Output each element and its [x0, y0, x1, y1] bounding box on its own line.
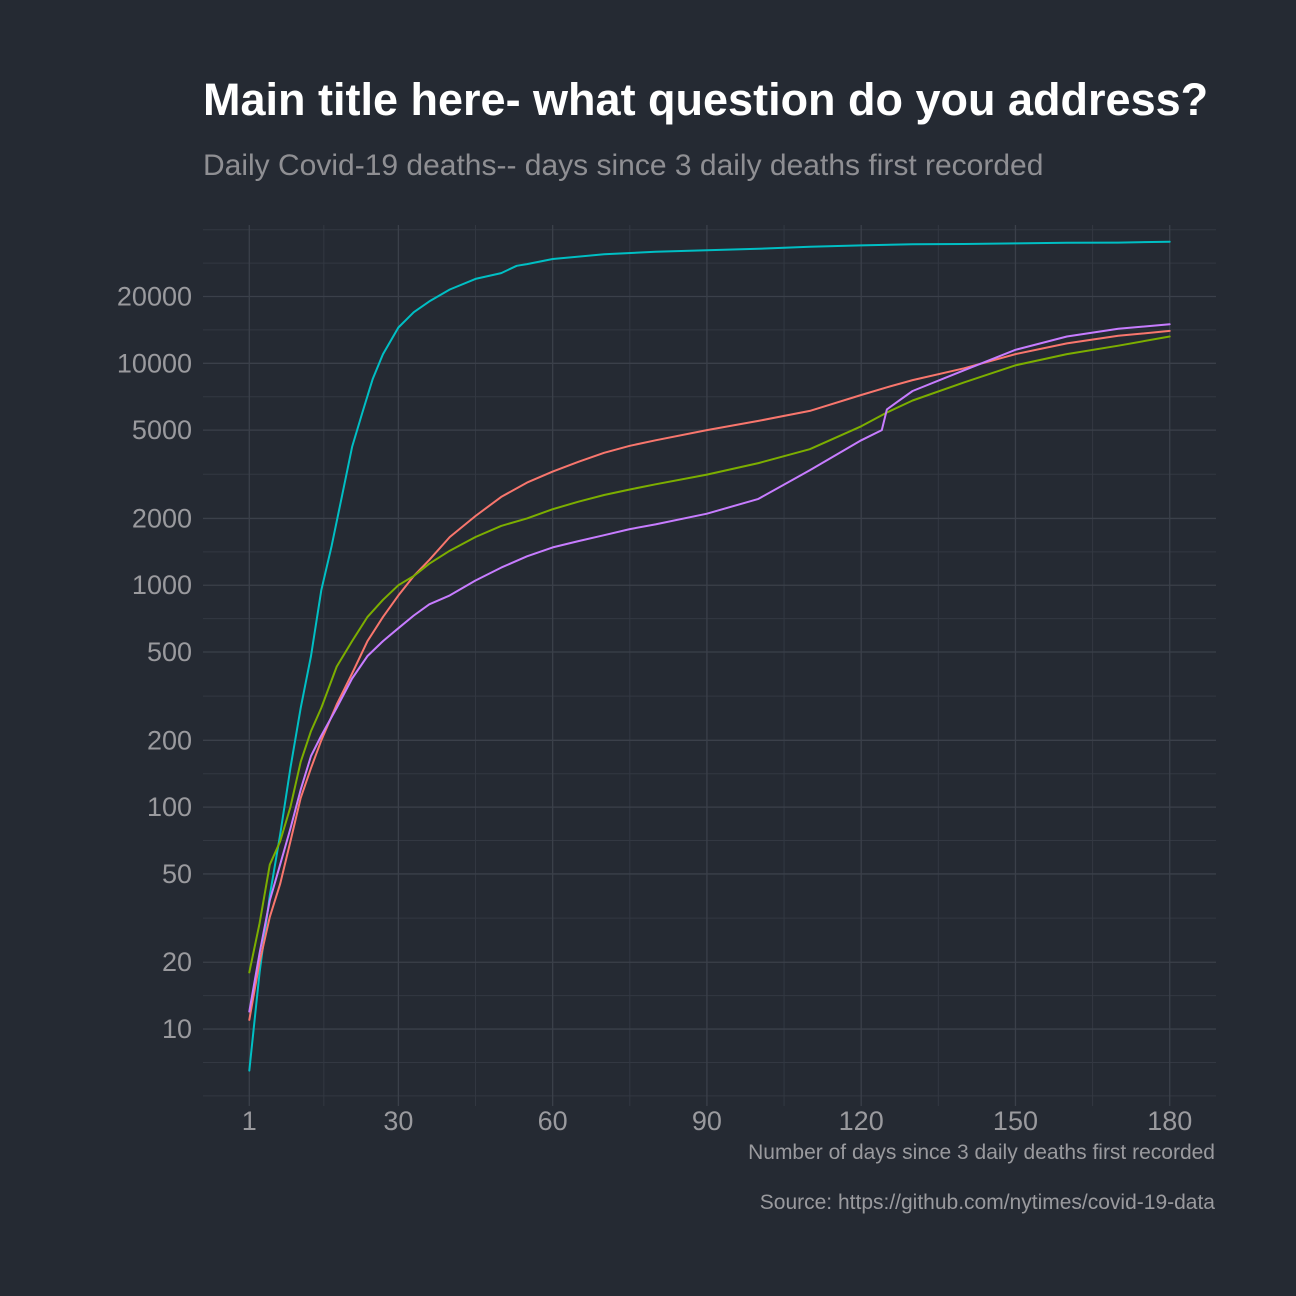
y-tick-label: 1000 [132, 570, 192, 600]
y-tick-label: 10000 [117, 348, 192, 378]
series-layer [248, 240, 1171, 1072]
grid-minor [203, 225, 1216, 1106]
grid-major [203, 225, 1216, 1106]
y-tick-label: 200 [147, 725, 192, 755]
chart-subtitle: Daily Covid-19 deaths-- days since 3 dai… [203, 149, 1044, 182]
series-line-4 [248, 323, 1171, 1013]
y-tick-label: 20000 [117, 282, 192, 312]
y-tick-label: 2000 [132, 503, 192, 533]
series-line-1 [248, 240, 1171, 1072]
series-line-2 [248, 329, 1171, 1021]
y-tick-label: 100 [147, 792, 192, 822]
y-tick-label: 500 [147, 637, 192, 667]
y-tick-label: 5000 [132, 415, 192, 445]
series-line-3 [248, 335, 1171, 974]
chart-caption: Source: https://github.com/nytimes/covid… [759, 1191, 1215, 1214]
x-tick-label: 90 [692, 1106, 722, 1136]
x-tick-label: 30 [383, 1106, 413, 1136]
x-tick-label: 150 [993, 1106, 1038, 1136]
y-tick-label: 20 [162, 947, 192, 977]
y-axis-ticks: 10 20 50 100 200 500 1000 2000 5000 10000 20000 [117, 282, 192, 1045]
x-tick-label: 60 [538, 1106, 568, 1136]
x-tick-label: 1 [242, 1106, 257, 1136]
x-tick-label: 180 [1147, 1106, 1192, 1136]
x-tick-label: 120 [839, 1106, 884, 1136]
x-axis-label: Number of days since 3 daily deaths firs… [748, 1141, 1215, 1164]
x-axis-ticks: 1 30 60 90 120 150 180 [242, 1106, 1192, 1136]
y-tick-label: 10 [162, 1014, 192, 1044]
chart-title: Main title here- what question do you ad… [203, 74, 1209, 125]
y-tick-label: 50 [162, 859, 192, 889]
